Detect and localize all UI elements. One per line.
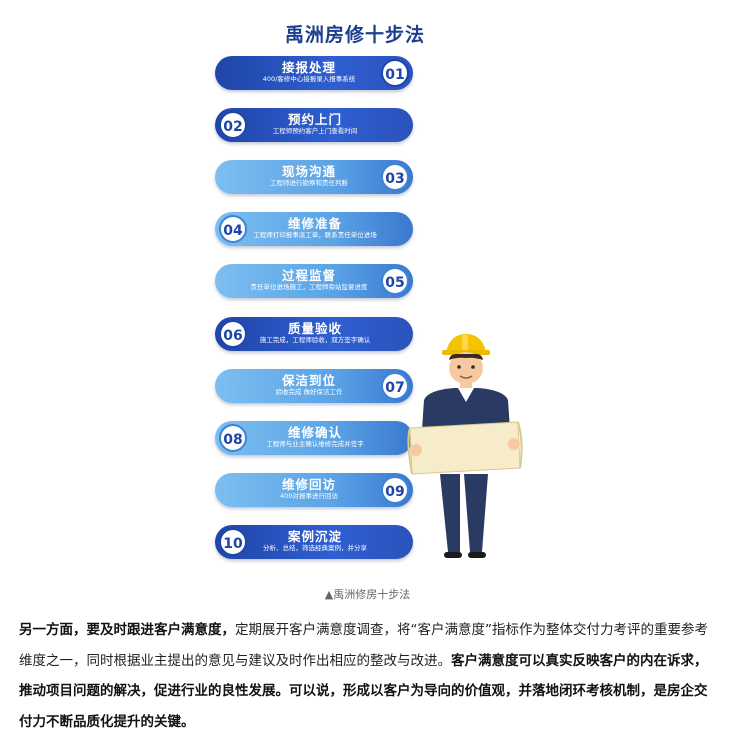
step-description: 责任单位进场施工，工程师旁站监督进度 <box>250 283 368 292</box>
step-bar <box>215 316 413 351</box>
step-text: 质量验收施工完成，工程师验收，双方签字确认 <box>251 321 379 345</box>
step-number-badge: 04 <box>219 215 247 244</box>
step-description: 工程师进行勘察和责任判断 <box>270 179 348 188</box>
step-number-badge: 01 <box>381 59 409 87</box>
step-number-badge: 09 <box>381 475 409 504</box>
step-name: 维修准备 <box>287 216 342 232</box>
paragraph-conclusion-bold: 客户满意度可以真实反映客户的内在诉求，推动项目问题的解决，促进行业的良性发展。可… <box>19 652 708 730</box>
step-text: 预约上门工程师预约客户上门查看时间 <box>251 112 379 136</box>
step-description: 工程师打印报事派工单，联系责任单位进场 <box>253 231 377 240</box>
step-name: 过程监督 <box>281 268 336 284</box>
step-name: 现场沟通 <box>281 164 336 180</box>
step-name: 案例沉淀 <box>287 528 342 544</box>
step-bar <box>215 368 413 403</box>
step-bar <box>215 420 413 455</box>
step-bar <box>215 524 413 559</box>
figure-caption: ▲禹洲修房十步法 <box>324 588 411 601</box>
step-text: 维修确认工程师与业主确认维修完成并签字 <box>251 425 379 449</box>
step-bar <box>215 108 413 143</box>
step-description: 工程师与业主确认维修完成并签字 <box>266 439 364 448</box>
step-bar <box>215 264 413 299</box>
step-description: 400对报事进行回访 <box>280 491 338 500</box>
paragraph-body: 定期展开客户满意度调查，将“客户满意度”指标作为整体交付力考评的重要参考维度之一… <box>19 622 708 669</box>
step-description: 分析、总结，筛选经典案例，并分享 <box>263 543 367 552</box>
step-number-badge: 05 <box>381 267 409 296</box>
step-text: 现场沟通工程师进行勘察和责任判断 <box>245 164 373 188</box>
step-description: 施工完成，工程师验收，双方签字确认 <box>259 335 371 344</box>
step-name: 维修回访 <box>281 476 336 492</box>
step-name: 保洁到位 <box>281 372 336 388</box>
step-03: 03 现场沟通工程师进行勘察和责任判断 <box>215 160 413 195</box>
step-description: 验收完成 做好保洁工作 <box>275 387 343 396</box>
step-bar <box>215 160 413 195</box>
step-number-badge: 02 <box>219 111 247 140</box>
step-number-badge: 07 <box>381 371 409 400</box>
step-bar <box>215 212 413 247</box>
step-text: 维修准备工程师打印报事派工单，联系责任单位进场 <box>251 216 379 240</box>
step-number-badge: 06 <box>219 319 247 348</box>
step-number-badge: 03 <box>381 163 409 192</box>
step-bar <box>215 472 413 507</box>
step-bar <box>215 56 413 90</box>
step-number-badge: 08 <box>219 423 247 452</box>
step-name: 接报处理 <box>281 60 336 75</box>
paragraph-lead-bold: 另一方面，要及时跟进客户满意度， <box>19 622 235 638</box>
step-05: 05 过程监督责任单位进场施工，工程师旁站监督进度 <box>215 264 413 299</box>
step-name: 预约上门 <box>287 112 342 128</box>
step-description: 工程师预约客户上门查看时间 <box>272 127 358 136</box>
article-paragraph: 另一方面，要及时跟进客户满意度，定期展开客户满意度调查，将“客户满意度”指标作为… <box>19 615 719 737</box>
infographic-title: 禹洲房修十步法 <box>284 24 425 46</box>
step-07: 07 保洁到位验收完成 做好保洁工作 <box>215 368 413 403</box>
engineer-illustration <box>407 334 523 558</box>
step-name: 维修确认 <box>287 424 342 440</box>
step-text: 案例沉淀分析、总结，筛选经典案例，并分享 <box>251 529 379 553</box>
step-text: 保洁到位验收完成 做好保洁工作 <box>245 373 373 397</box>
step-description: 400/客修中心接报录入报事系统 <box>262 75 356 83</box>
step-text: 过程监督责任单位进场施工，工程师旁站监督进度 <box>245 268 373 292</box>
step-name: 质量验收 <box>287 320 342 336</box>
step-number-badge: 10 <box>219 527 247 556</box>
